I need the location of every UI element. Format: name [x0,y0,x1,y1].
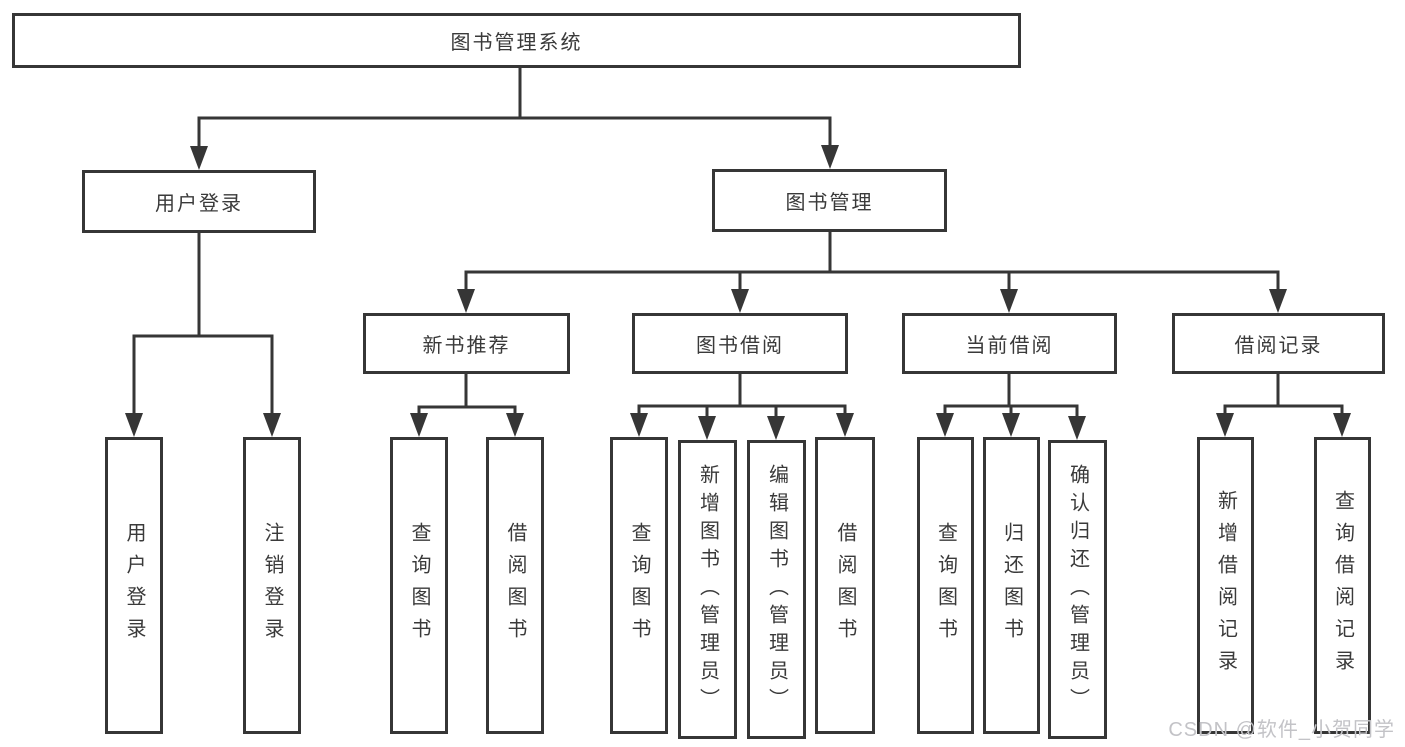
leaf-bb-edit-books-admin: 编辑图书（管理员） [747,440,806,739]
arrowhead-icon [506,413,524,437]
leaf-label: 归还图书 [1000,521,1023,650]
arrowhead-icon [936,413,954,437]
leaf-cb-query-books: 查询图书 [917,437,974,734]
leaf-nb-query-books: 查询图书 [390,437,448,734]
leaf-label: 新增借阅记录 [1214,489,1237,682]
leaf-label: 查询借阅记录 [1331,489,1354,682]
leaf-br-query-record: 查询借阅记录 [1314,437,1371,734]
leaf-label: 借阅图书 [834,521,856,650]
leaf-cb-confirm-return-admin: 确认归还（管理员） [1048,440,1107,739]
node-book-borrowing: 图书借阅 [632,313,848,374]
connector-userlogin-to-leaves [132,233,274,433]
arrowhead-icon [125,413,143,437]
arrowhead-icon [836,413,854,437]
leaf-cb-return-books: 归还图书 [983,437,1040,734]
node-borrowing-records: 借阅记录 [1172,313,1385,374]
node-label: 新书推荐 [422,335,511,357]
node-label: 图书借阅 [696,335,784,357]
arrowhead-icon [457,289,475,313]
node-book-management: 图书管理 [712,169,947,232]
connector-paths [132,68,1344,436]
leaf-label: 借阅图书 [504,521,526,650]
arrowhead-icon [1216,413,1234,437]
leaf-label: 确认归还（管理员） [1066,463,1089,716]
node-label: 图书管理 [785,192,874,214]
arrowhead-icon [821,145,839,169]
node-user-login: 用户登录 [82,170,316,233]
arrowhead-icon [1333,413,1351,437]
leaf-label: 编辑图书（管理员） [765,463,788,716]
leaf-user-login: 用户登录 [105,437,163,734]
connector-borrowing-to-leaves [637,374,847,436]
connector-root-to-level2 [197,68,832,166]
node-label: 借阅记录 [1234,335,1323,357]
arrowhead-icon [767,416,785,440]
leaf-br-add-record: 新增借阅记录 [1197,437,1254,734]
node-root: 图书管理系统 [12,13,1021,68]
arrowhead-icon [410,413,428,437]
node-label: 用户登录 [155,193,243,215]
connector-newbook-to-leaves [417,374,517,433]
connector-records-to-leaves [1223,374,1344,433]
node-label: 当前借阅 [965,335,1054,357]
leaf-label: 查询图书 [628,521,650,650]
arrowhead-icon [190,146,208,170]
node-new-book-recommend: 新书推荐 [363,313,570,374]
arrowhead-icon [1068,416,1086,440]
watermark-csdn: CSDN @软件_小贺同学 [1168,719,1395,741]
leaf-label: 查询图书 [934,521,957,650]
connector-arrowheads [125,145,1351,440]
node-label: 图书管理系统 [450,32,583,54]
leaf-label: 用户登录 [123,521,145,650]
leaf-bb-add-books-admin: 新增图书（管理员） [678,440,737,739]
arrowhead-icon [263,413,281,437]
arrowhead-icon [731,289,749,313]
arrowhead-icon [630,413,648,437]
arrowhead-icon [1000,289,1018,313]
connector-bookmgmt-to-level3 [464,232,1280,309]
arrowhead-icon [698,416,716,440]
leaf-label: 查询图书 [408,521,430,650]
leaf-nb-borrow-books: 借阅图书 [486,437,544,734]
leaf-bb-borrow-books: 借阅图书 [815,437,875,734]
leaf-label: 注销登录 [261,521,283,650]
arrowhead-icon [1002,413,1020,437]
arrowhead-icon [1269,289,1287,313]
leaf-bb-query-books: 查询图书 [610,437,668,734]
leaf-logout: 注销登录 [243,437,301,734]
leaf-label: 新增图书（管理员） [696,463,719,716]
node-current-borrowing: 当前借阅 [902,313,1117,374]
